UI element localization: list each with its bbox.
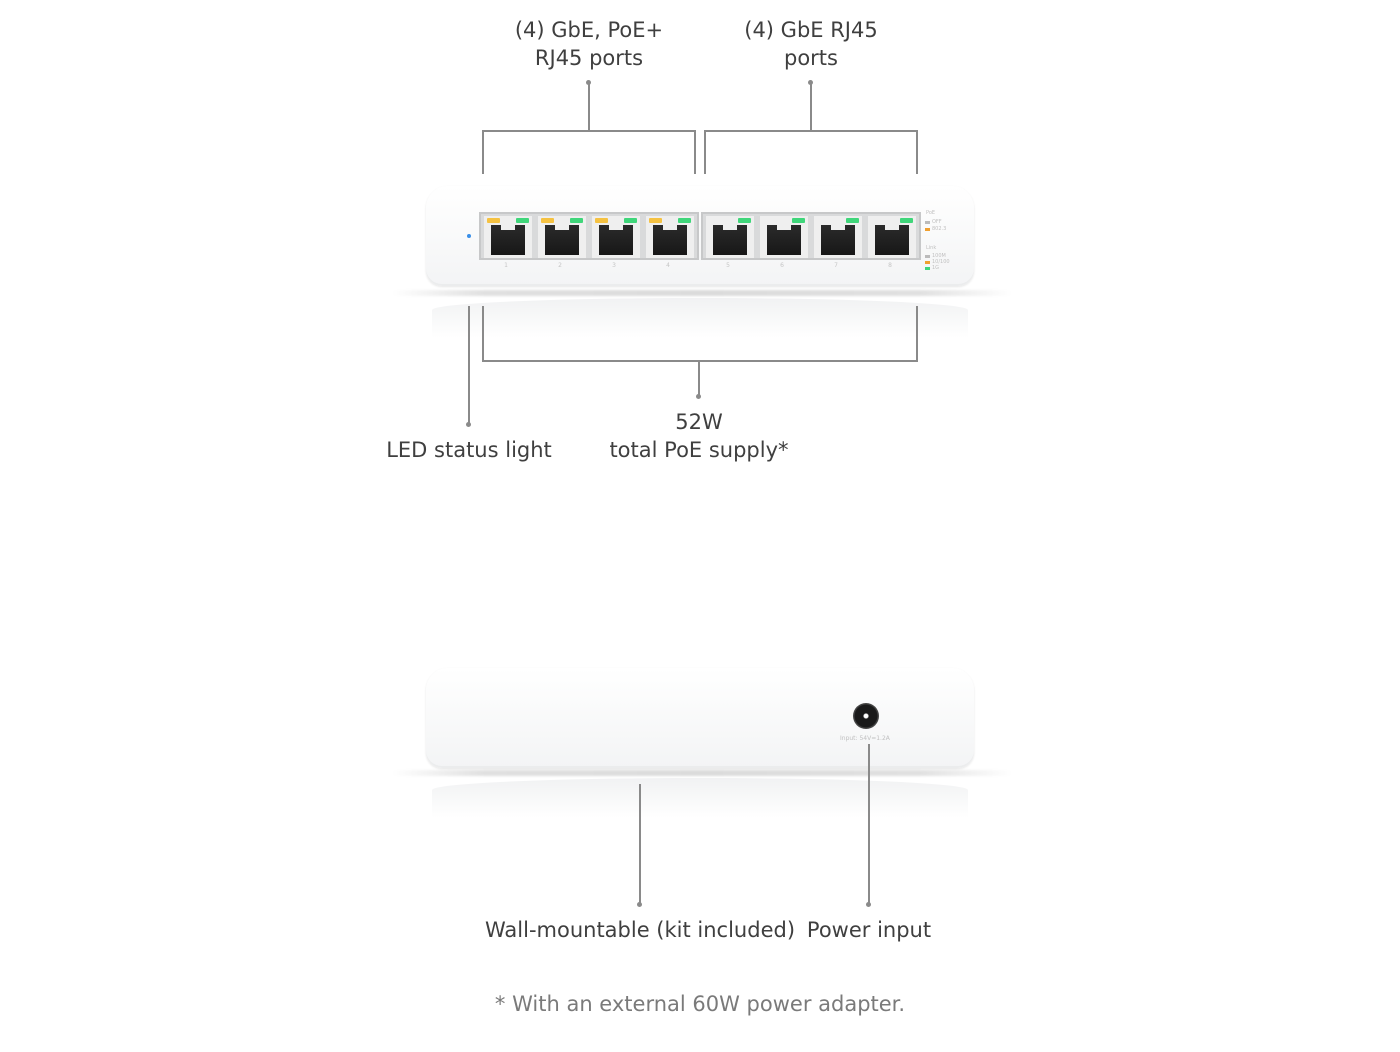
wall-mount-label: Wall-mountable (kit included) (484, 918, 796, 942)
status-led (467, 234, 471, 238)
poe-supply-callout: 52W total PoE supply* (599, 408, 799, 464)
port-6 (760, 216, 808, 258)
poe-supply-bracket-left (482, 306, 484, 362)
rj45-jack (875, 225, 909, 255)
legend-poe: PoE (926, 210, 936, 216)
link-led (900, 218, 913, 223)
link-led (570, 218, 583, 223)
power-jack-icon (853, 703, 879, 729)
rj45-jack (545, 225, 579, 255)
poe-supply-description: total PoE supply* (609, 438, 789, 462)
legend-100m: 100M (932, 253, 946, 259)
port-number: 1 (504, 262, 508, 269)
rj45-jack (713, 225, 747, 255)
poe-ports-callout: (4) GbE, PoE+ RJ45 ports (489, 16, 689, 72)
port-2 (538, 216, 586, 258)
wall-mount-leader (639, 784, 641, 904)
gbe-ports-bracket-right (916, 130, 918, 174)
poe-ports-bracket-top (482, 130, 696, 132)
poe-ports-bracket-left (482, 130, 484, 174)
power-leader-dot (866, 902, 871, 907)
link-led (678, 218, 691, 223)
power-input-label: Power input (806, 918, 932, 942)
legend-10-100-swatch (925, 261, 930, 264)
legend-off: OFF (932, 219, 942, 225)
legend-1g: 1G (932, 265, 940, 271)
port-number: 6 (780, 262, 784, 269)
port-number: 5 (726, 262, 730, 269)
legend-off-swatch (925, 221, 930, 224)
legend-10-100: 10/100 (932, 259, 950, 265)
gbe-ports-bracket-left (704, 130, 706, 174)
poe-ports-label-line2: RJ45 ports (534, 46, 644, 70)
gbe-ports-callout: (4) GbE RJ45 ports (711, 16, 911, 72)
led-leader-dot (466, 422, 471, 427)
link-led (624, 218, 637, 223)
legend-1g-swatch (925, 267, 930, 270)
port-1 (484, 216, 532, 258)
front-reflection (432, 298, 968, 338)
legend-link: Link (926, 245, 937, 251)
switch-rear-body: Input: 54V=1.2A (426, 668, 974, 768)
port-number: 3 (612, 262, 616, 269)
poe-led (487, 218, 500, 223)
switch-front-body: 1 2 3 4 5 6 7 8 PoE OFF 802.3 Link 100M … (426, 186, 974, 286)
gbe-ports-bracket-top (704, 130, 918, 132)
led-status-label: LED status light (386, 438, 552, 462)
wall-mount-leader-dot (637, 902, 642, 907)
port-number: 8 (888, 262, 892, 269)
led-leader (468, 306, 470, 424)
port-number: 4 (666, 262, 670, 269)
link-led (516, 218, 529, 223)
legend-8023: 802.3 (932, 226, 947, 232)
rj45-jack (599, 225, 633, 255)
link-led (792, 218, 805, 223)
poe-supply-wattage: 52W (675, 410, 723, 434)
footnote: * With an external 60W power adapter. (494, 992, 906, 1016)
poe-supply-leader (698, 360, 700, 396)
gbe-ports-label-line2: ports (784, 46, 838, 70)
gbe-ports-label-line1: (4) GbE RJ45 (744, 18, 878, 42)
port-4 (646, 216, 694, 258)
gbe-ports-leader (810, 82, 812, 130)
poe-supply-bracket-right (916, 306, 918, 362)
legend-100m-swatch (925, 255, 930, 258)
front-shadow (392, 290, 1012, 296)
legend-8023-swatch (925, 228, 930, 231)
poe-led (595, 218, 608, 223)
port-number: 7 (834, 262, 838, 269)
poe-ports-label-line1: (4) GbE, PoE+ (514, 18, 664, 42)
port-7 (814, 216, 862, 258)
port-3 (592, 216, 640, 258)
poe-port-bay (479, 212, 699, 260)
port-number: 2 (558, 262, 562, 269)
rj45-jack (491, 225, 525, 255)
rj45-jack (767, 225, 801, 255)
poe-supply-leader-dot (696, 394, 701, 399)
poe-ports-leader (588, 82, 590, 130)
rear-shadow (392, 770, 1012, 776)
link-led (846, 218, 859, 223)
port-8 (868, 216, 916, 258)
port-5 (706, 216, 754, 258)
poe-led (541, 218, 554, 223)
power-leader (868, 744, 870, 904)
rj45-jack (821, 225, 855, 255)
link-led (738, 218, 751, 223)
rj45-jack (653, 225, 687, 255)
rear-reflection (432, 778, 968, 818)
poe-led (649, 218, 662, 223)
power-marking: Input: 54V=1.2A (840, 735, 890, 742)
gbe-port-bay (701, 212, 921, 260)
poe-supply-bracket-bottom (482, 360, 918, 362)
poe-ports-bracket-right (694, 130, 696, 174)
